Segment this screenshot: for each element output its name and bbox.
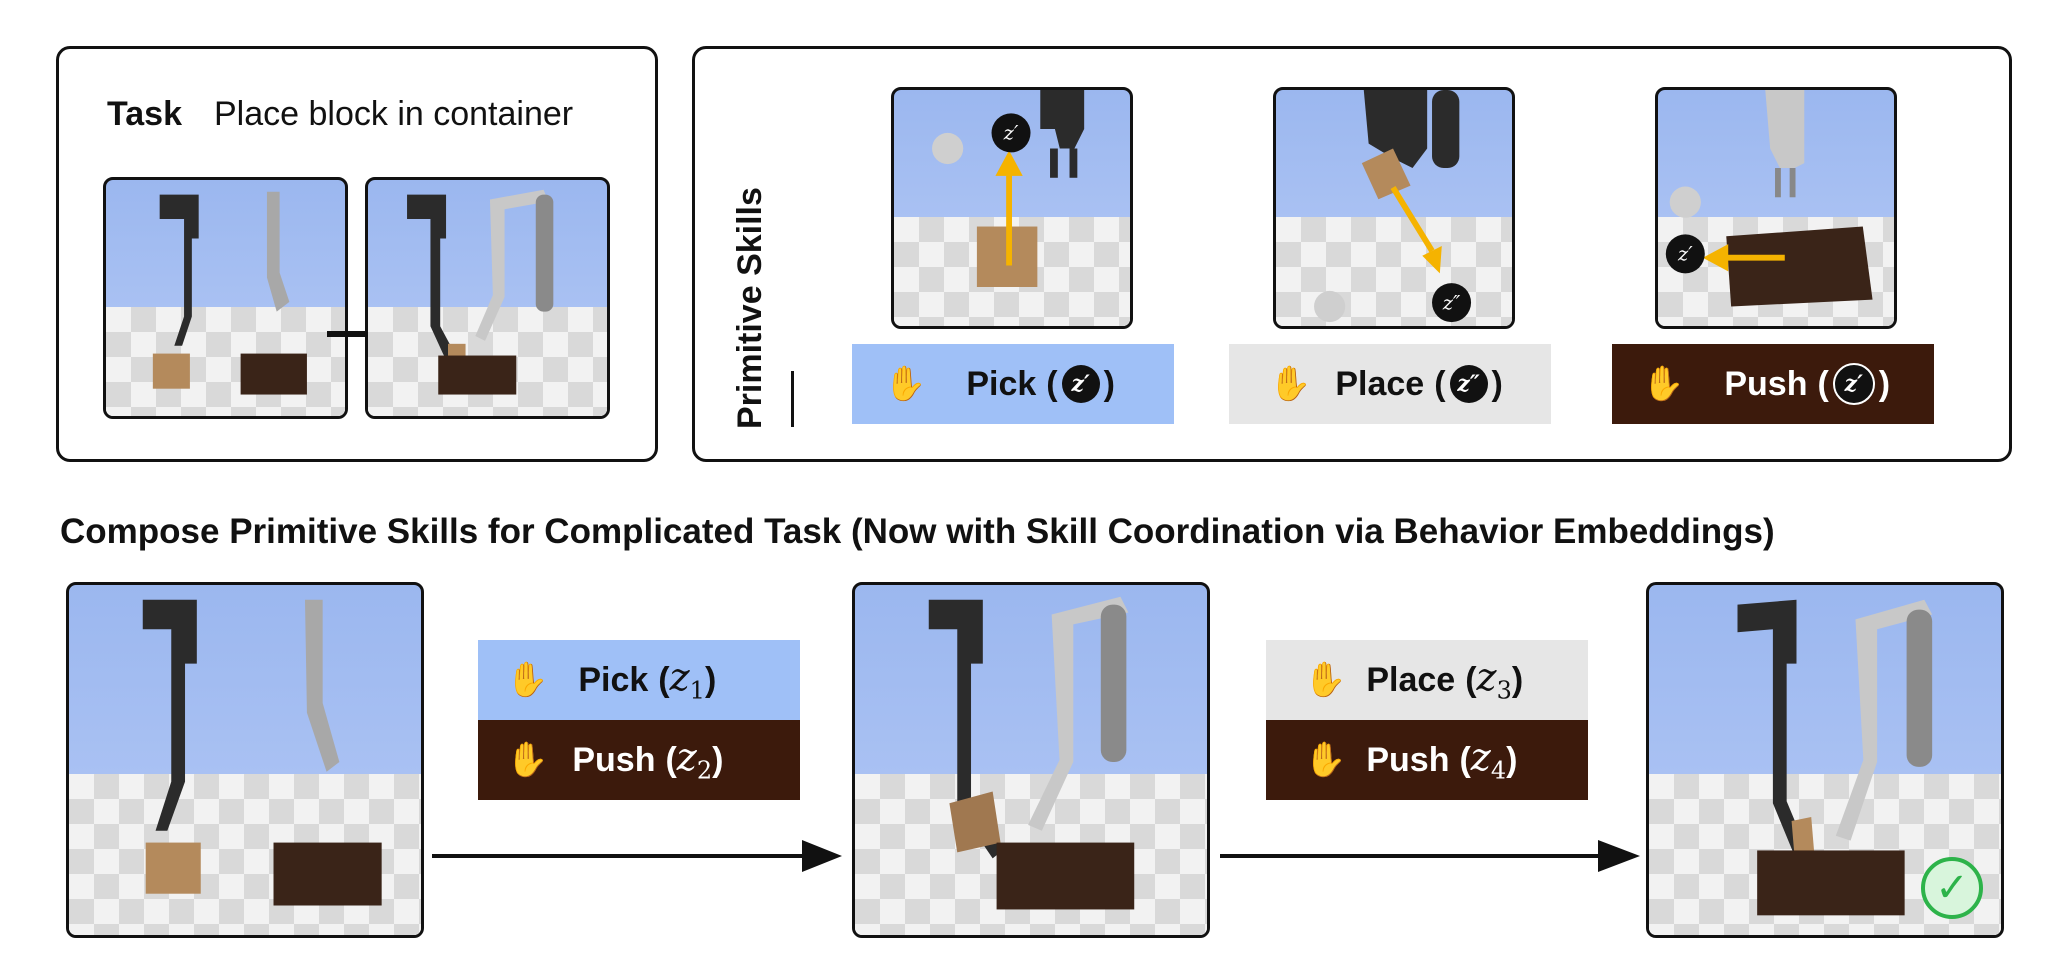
compose-pick-text: Pick xyxy=(578,660,649,699)
task-initial-scene xyxy=(103,177,348,419)
compose-push-text-2: Push xyxy=(1366,740,1450,779)
compose-mid-scene xyxy=(852,582,1210,938)
robot-hand-icon: ✋ xyxy=(884,365,927,403)
pick-skill-label: ✋ Pick (z′) xyxy=(852,344,1174,424)
success-check-icon: ✓ xyxy=(1921,857,1983,919)
push-skill-label: ✋ Push (z′) xyxy=(1612,344,1934,424)
compose-place-text: Place xyxy=(1366,660,1456,699)
compose-push-label: ✋ Push (z2) xyxy=(478,720,800,800)
primitive-skills-label: Primitive Skills xyxy=(731,187,769,429)
robot-hand-icon: ✋ xyxy=(1304,741,1347,779)
compose-final-scene: ✓ xyxy=(1646,582,2004,938)
robot-hand-icon: ✋ xyxy=(1642,365,1685,403)
task-panel: Task Place block in container xyxy=(56,46,658,462)
compose-pick-label: ✋ Pick (z1) xyxy=(478,640,800,720)
label-divider xyxy=(791,371,794,427)
place-skill-label: ✋ Place (z″) xyxy=(1229,344,1551,424)
task-description: Place block in container xyxy=(214,95,574,133)
svg-text:z″: z″ xyxy=(1442,291,1461,314)
compose-arrow-2 xyxy=(1220,840,1640,872)
robot-hand-icon: ✋ xyxy=(506,661,549,699)
robot-hand-icon: ✋ xyxy=(1304,661,1347,699)
task-heading: Task xyxy=(107,95,182,133)
robot-hand-icon: ✋ xyxy=(1269,365,1312,403)
compose-push-label-2: ✋ Push (z4) xyxy=(1266,720,1588,800)
compose-start-scene xyxy=(66,582,424,938)
pick-skill-scene: z′ xyxy=(891,87,1133,329)
push-label-text: Push xyxy=(1724,364,1808,403)
latent-z-badge: z″ xyxy=(1449,365,1488,403)
compose-title: Compose Primitive Skills for Complicated… xyxy=(60,512,1775,551)
compose-arrow-1 xyxy=(432,840,842,872)
svg-text:z′: z′ xyxy=(1677,243,1693,266)
place-skill-scene: z″ xyxy=(1273,87,1515,329)
compose-place-label: ✋ Place (z3) xyxy=(1266,640,1588,720)
svg-text:z′: z′ xyxy=(1003,122,1019,145)
place-label-text: Place xyxy=(1335,364,1425,403)
push-skill-scene: z′ xyxy=(1655,87,1897,329)
primitive-skills-panel: Primitive Skills z′ z″ xyxy=(692,46,2012,462)
pick-label-text: Pick xyxy=(966,364,1037,403)
robot-hand-icon: ✋ xyxy=(506,741,549,779)
task-goal-scene xyxy=(365,177,610,419)
compose-push-text: Push xyxy=(572,740,656,779)
latent-z-badge: z′ xyxy=(1061,365,1100,403)
latent-z-badge: z′ xyxy=(1832,363,1875,405)
